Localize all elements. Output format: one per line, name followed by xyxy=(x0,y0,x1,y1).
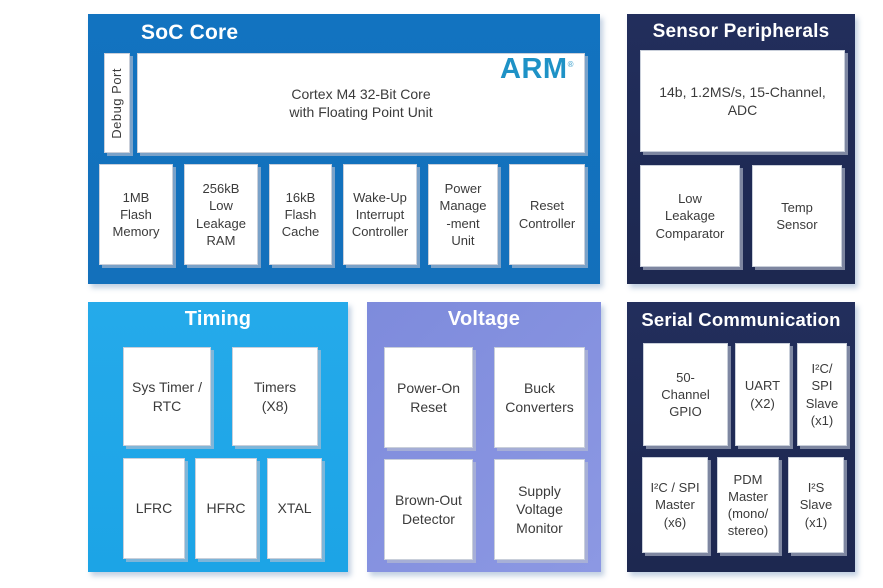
arm-trademark-symbol: ® xyxy=(567,60,574,70)
box-power-on-reset: Power-On Reset xyxy=(384,347,473,448)
serial-communication-title: Serial Communication xyxy=(641,309,841,330)
cortex-m4-core-box: ARM® Cortex M4 32-Bit Core with Floating… xyxy=(137,53,585,153)
box-supply-voltage-monitor: Supply Voltage Monitor xyxy=(494,459,585,560)
cortex-m4-core-label: Cortex M4 32-Bit Core with Floating Poin… xyxy=(289,85,433,120)
box-power-management-unit: Power Manage -ment Unit xyxy=(428,164,498,265)
box-hfrc: HFRC xyxy=(195,458,257,559)
box-256kb-low-leakage-ram: 256kB Low Leakage RAM xyxy=(184,164,258,265)
box-reset-controller: Reset Controller xyxy=(509,164,585,265)
debug-port-box: Debug Port xyxy=(104,53,130,153)
debug-port-label: Debug Port xyxy=(109,67,125,139)
box-i2s-slave: I²S Slave (x1) xyxy=(788,457,844,553)
box-xtal: XTAL xyxy=(267,458,322,559)
box-sys-timer-rtc: Sys Timer / RTC xyxy=(123,347,211,446)
box-low-leakage-comparator: Low Leakage Comparator xyxy=(640,165,740,267)
box-brown-out-detector: Brown-Out Detector xyxy=(384,459,473,560)
panel-voltage: Voltage Power-On Reset Buck Converters B… xyxy=(367,302,601,572)
panel-timing: Timing Sys Timer / RTC Timers (X8) LFRC … xyxy=(88,302,348,572)
box-buck-converters: Buck Converters xyxy=(494,347,585,448)
box-1mb-flash-memory: 1MB Flash Memory xyxy=(99,164,173,265)
panel-serial-communication: Serial Communication 50- Channel GPIO UA… xyxy=(627,302,855,572)
box-i2c-spi-master: I²C / SPI Master (x6) xyxy=(642,457,708,553)
box-pdm-master: PDM Master (mono/ stereo) xyxy=(717,457,779,553)
box-i2c-spi-slave: I²C/ SPI Slave (x1) xyxy=(797,343,847,446)
voltage-title: Voltage xyxy=(447,308,521,330)
box-lfrc: LFRC xyxy=(123,458,185,559)
arm-logo: ARM® xyxy=(500,53,574,85)
timing-title: Timing xyxy=(184,308,252,330)
box-timers-x8: Timers (X8) xyxy=(232,347,318,446)
soc-core-title: SoC Core xyxy=(141,21,239,44)
box-16kb-flash-cache: 16kB Flash Cache xyxy=(269,164,332,265)
panel-sensor-peripherals: Sensor Peripherals 14b, 1.2MS/s, 15-Chan… xyxy=(627,14,855,284)
panel-soc-core: SoC Core Debug Port ARM® Cortex M4 32-Bi… xyxy=(88,14,600,284)
box-temp-sensor: Temp Sensor xyxy=(752,165,842,267)
box-uart-x2: UART (X2) xyxy=(735,343,790,446)
sensor-peripherals-title: Sensor Peripherals xyxy=(652,21,830,42)
box-adc: 14b, 1.2MS/s, 15-Channel, ADC xyxy=(640,50,845,152)
box-wake-up-interrupt-controller: Wake-Up Interrupt Controller xyxy=(343,164,417,265)
box-50-channel-gpio: 50- Channel GPIO xyxy=(643,343,728,446)
